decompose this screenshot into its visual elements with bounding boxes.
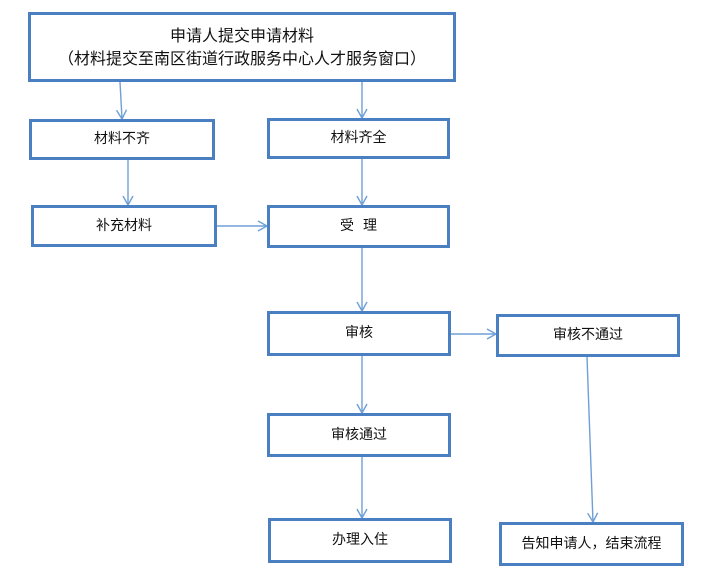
notify-box: 告知申请人，结束流程 <box>499 522 684 566</box>
handle-label: 办理入住 <box>332 532 388 549</box>
review-box: 审核 <box>267 311 451 356</box>
incomplete-box: 材料不齐 <box>29 119 215 160</box>
review-fail-label: 审核不通过 <box>553 327 623 344</box>
complete-box: 材料齐全 <box>267 118 450 159</box>
incomplete-label: 材料不齐 <box>94 131 150 148</box>
start-title: 申请人提交申请材料 <box>169 25 314 45</box>
accept-label: 受 理 <box>340 218 377 235</box>
accept-box: 受 理 <box>267 205 450 248</box>
review-pass-box: 审核通过 <box>267 413 451 457</box>
handle-box: 办理入住 <box>268 518 452 563</box>
supplement-label: 补充材料 <box>96 217 152 234</box>
supplement-box: 补充材料 <box>31 205 217 247</box>
start-box: 申请人提交申请材料 （材料提交至南区街道行政服务中心人才服务窗口） <box>28 12 456 82</box>
review-fail-box: 审核不通过 <box>496 314 680 357</box>
complete-label: 材料齐全 <box>330 130 387 147</box>
arrow-start-to-incomplete <box>115 81 128 121</box>
arrow-fail-to-notify <box>586 356 599 524</box>
start-subtitle: （材料提交至南区街道行政服务中心人才服务窗口） <box>57 49 426 68</box>
review-pass-label: 审核通过 <box>331 426 387 443</box>
notify-label: 告知申请人，结束流程 <box>521 535 662 552</box>
review-label: 审核 <box>345 325 373 342</box>
